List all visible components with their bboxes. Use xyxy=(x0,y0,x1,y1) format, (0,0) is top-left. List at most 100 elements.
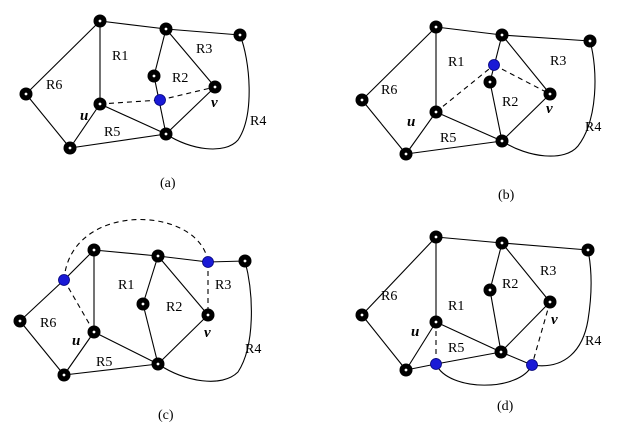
vertex xyxy=(583,34,597,48)
edge xyxy=(157,260,252,382)
edge xyxy=(69,133,167,149)
panel-caption: (b) xyxy=(498,188,515,203)
region-label: R3 xyxy=(215,278,231,293)
vertex xyxy=(13,314,27,328)
vertex xyxy=(159,127,173,141)
region-label: R1 xyxy=(112,49,128,64)
vertex xyxy=(151,357,165,371)
edge xyxy=(435,351,502,365)
vertex xyxy=(93,14,107,28)
dashed-edge xyxy=(159,86,216,101)
vertex-u xyxy=(429,105,443,119)
edge xyxy=(142,255,159,305)
vertex-label: v xyxy=(551,312,558,328)
vertex xyxy=(63,141,77,155)
edge xyxy=(63,331,95,376)
edge xyxy=(361,99,407,155)
dashed-edge xyxy=(493,64,551,95)
edge xyxy=(361,236,437,316)
edge xyxy=(157,255,209,263)
panel-caption: (a) xyxy=(160,176,176,191)
vertex xyxy=(57,368,71,382)
edge xyxy=(435,111,503,142)
region-label: R2 xyxy=(166,300,182,315)
panel-a: R1 R2 R3 R4 R5 R6 u v (a) xyxy=(19,14,266,191)
edge xyxy=(405,140,503,155)
vertex-label: v xyxy=(204,325,211,341)
panel-b: R1 R2 R3 R4 R5 R6 u v (b) xyxy=(355,20,601,203)
region-label: R5 xyxy=(96,355,112,370)
edge xyxy=(501,93,551,142)
region-label: R4 xyxy=(585,120,601,135)
vertex xyxy=(495,28,509,42)
edge xyxy=(489,242,503,291)
new-vertex xyxy=(526,359,538,371)
region-label: R2 xyxy=(502,95,518,110)
edge xyxy=(500,301,551,353)
edge xyxy=(405,321,437,371)
vertex xyxy=(355,93,369,107)
vertex xyxy=(483,75,497,89)
edge xyxy=(435,321,502,353)
vertex xyxy=(136,297,150,311)
region-label: R6 xyxy=(40,316,56,331)
edge xyxy=(142,303,159,365)
vertex xyxy=(581,243,595,257)
edge xyxy=(157,314,209,365)
panel-c: R1 R2 R3 R4 R5 R6 u v (c) xyxy=(13,218,261,423)
dashed-edge xyxy=(435,64,495,113)
vertex xyxy=(399,147,413,161)
edge xyxy=(99,20,167,30)
vertex-label: v xyxy=(211,95,218,111)
region-label: R1 xyxy=(118,278,134,293)
vertex xyxy=(87,243,101,257)
dashed-edge xyxy=(63,218,209,281)
edge xyxy=(19,279,65,322)
region-label: R2 xyxy=(502,277,518,292)
vertex xyxy=(495,236,509,250)
region-label: R1 xyxy=(448,55,464,70)
region-label: R6 xyxy=(381,83,397,98)
edge xyxy=(361,26,437,101)
region-label: R5 xyxy=(440,131,456,146)
vertex-v xyxy=(543,295,557,309)
vertex-label: u xyxy=(407,114,415,130)
region-label: R4 xyxy=(250,114,266,129)
edge xyxy=(489,81,503,142)
new-vertex xyxy=(154,94,166,106)
vertex xyxy=(233,28,247,42)
vertex xyxy=(494,345,508,359)
edge xyxy=(153,28,167,77)
edge xyxy=(435,26,503,36)
vertex xyxy=(495,134,509,148)
vertex-v xyxy=(208,80,222,94)
edge xyxy=(531,249,592,367)
region-label: R6 xyxy=(46,78,62,93)
edge xyxy=(69,103,101,149)
vertex-u xyxy=(93,97,107,111)
vertex-u xyxy=(429,315,443,329)
region-label: R1 xyxy=(448,299,464,314)
vertex xyxy=(355,308,369,322)
region-label: R3 xyxy=(550,54,566,69)
region-label: R5 xyxy=(448,341,464,356)
edge xyxy=(165,28,241,36)
panel-caption: (d) xyxy=(497,399,514,414)
edge xyxy=(25,93,71,149)
edge xyxy=(93,249,159,257)
edge xyxy=(165,34,250,150)
edge xyxy=(489,289,502,353)
edge xyxy=(361,314,407,371)
vertex-label: u xyxy=(411,324,419,340)
region-label: R4 xyxy=(245,342,261,357)
edge xyxy=(501,242,551,303)
edge xyxy=(25,20,101,95)
new-vertex xyxy=(488,59,500,71)
panel-d: R1 R2 R3 R4 R5 R6 u v (d) xyxy=(355,230,601,414)
region-label: R3 xyxy=(540,264,556,279)
vertex xyxy=(159,22,173,36)
edge xyxy=(63,249,95,281)
region-label: R6 xyxy=(381,289,397,304)
dashed-edge xyxy=(531,301,551,366)
